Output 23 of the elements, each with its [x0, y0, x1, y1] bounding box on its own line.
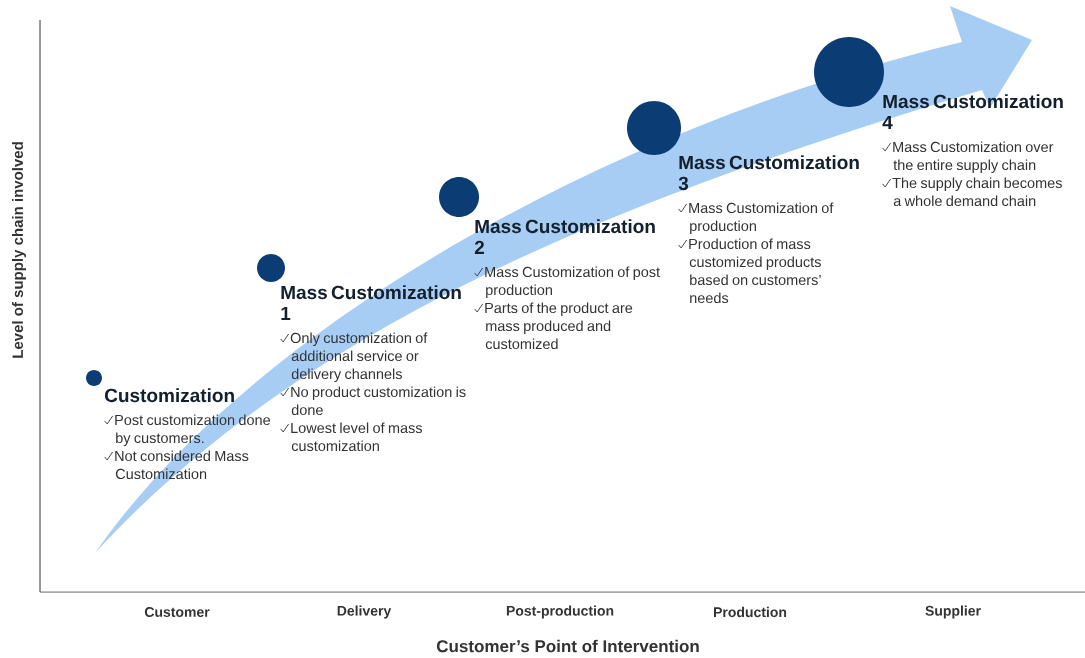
axis-title: Level of supply chain involved	[12, 142, 26, 358]
bullet-text: Parts of the product are mass produced and customized	[485, 302, 633, 350]
bullet-text: Not considered Mass Customization	[115, 450, 249, 480]
bullet-text: Mass Customization over the entire supply chain	[893, 141, 1054, 173]
axis-category: Production	[714, 606, 787, 618]
axis-category: Customer	[144, 607, 210, 617]
bullet-text: Production of mass customized products based on customers’ needs	[689, 238, 821, 304]
axis-category: Delivery	[337, 605, 392, 619]
axis-category: Supplier	[925, 605, 981, 619]
bullet-text: Lowest level of mass customization	[291, 422, 423, 452]
axis-title: Customer’s Point of Intervention	[436, 639, 699, 653]
stage-heading: Customization	[105, 388, 234, 403]
bullet-text: Post customization done by customers.	[115, 414, 270, 446]
bullet-text: Only customization of additional service or delivery channels	[290, 332, 428, 382]
stage-heading: Mass Customization 3	[678, 155, 859, 191]
bullet-text: Mass Customization of production	[689, 202, 834, 234]
stage-heading: Mass Customization 2	[474, 219, 655, 254]
stage-heading: Mass Customization 1	[281, 285, 461, 320]
bullet-text: Mass Customization of post production	[485, 266, 660, 298]
bullet-text: The supply chain becomes a whole demand chain	[892, 177, 1062, 207]
bullet-text: No product customization is done	[291, 386, 466, 416]
stage-heading: Mass Customization 4	[882, 94, 1063, 129]
axis-category: Post-production	[506, 605, 614, 619]
